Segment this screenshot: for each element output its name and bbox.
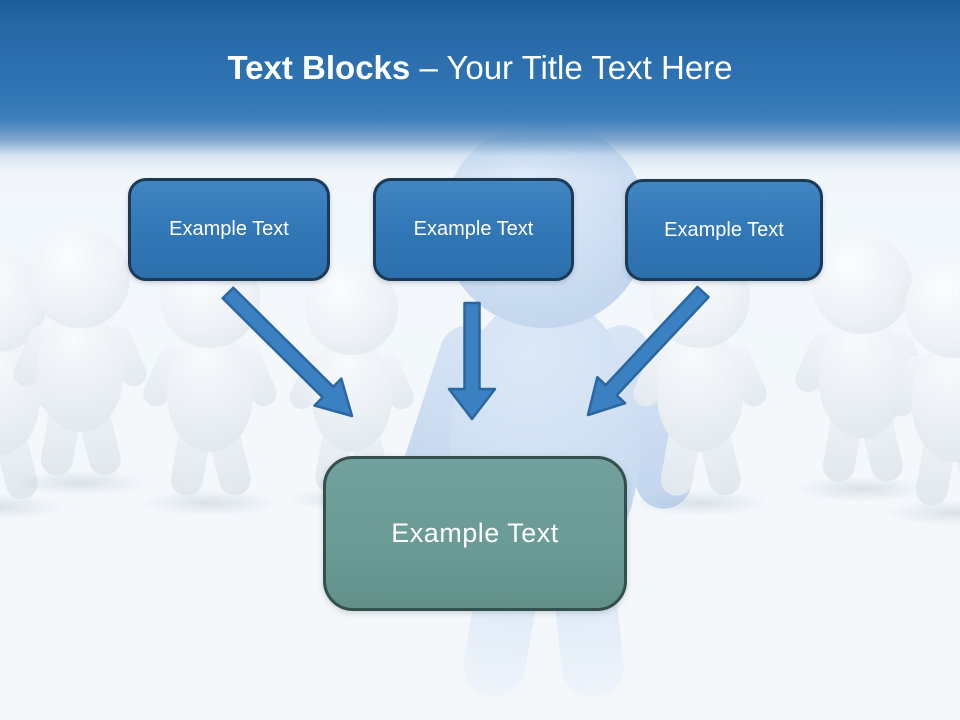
connector-arrow-right[interactable] (586, 285, 710, 417)
title-rest: – Your Title Text Here (419, 49, 733, 86)
figure-shadow (140, 490, 280, 516)
text-block-3[interactable]: Example Text (625, 179, 823, 281)
figure-shadow (630, 490, 770, 516)
text-block-1[interactable]: Example Text (128, 178, 330, 281)
result-box-label: Example Text (391, 518, 559, 548)
slide-title[interactable]: Text Blocks – Your Title Text Here (0, 49, 960, 86)
figure-shadow (792, 476, 932, 502)
connector-arrow-left[interactable] (221, 286, 354, 418)
text-block-2-label: Example Text (413, 218, 534, 240)
figure-shadow (10, 470, 150, 496)
background-person-figure (880, 258, 960, 526)
background-person-figure (787, 234, 937, 502)
background-person-figure (5, 228, 155, 496)
text-block-1-label: Example Text (169, 218, 289, 240)
text-block-2[interactable]: Example Text (373, 178, 574, 281)
result-box[interactable]: Example Text (323, 456, 627, 611)
connector-arrow-middle[interactable] (447, 301, 497, 421)
title-emphasis: Text Blocks (227, 49, 411, 86)
text-block-3-label: Example Text (664, 218, 784, 241)
